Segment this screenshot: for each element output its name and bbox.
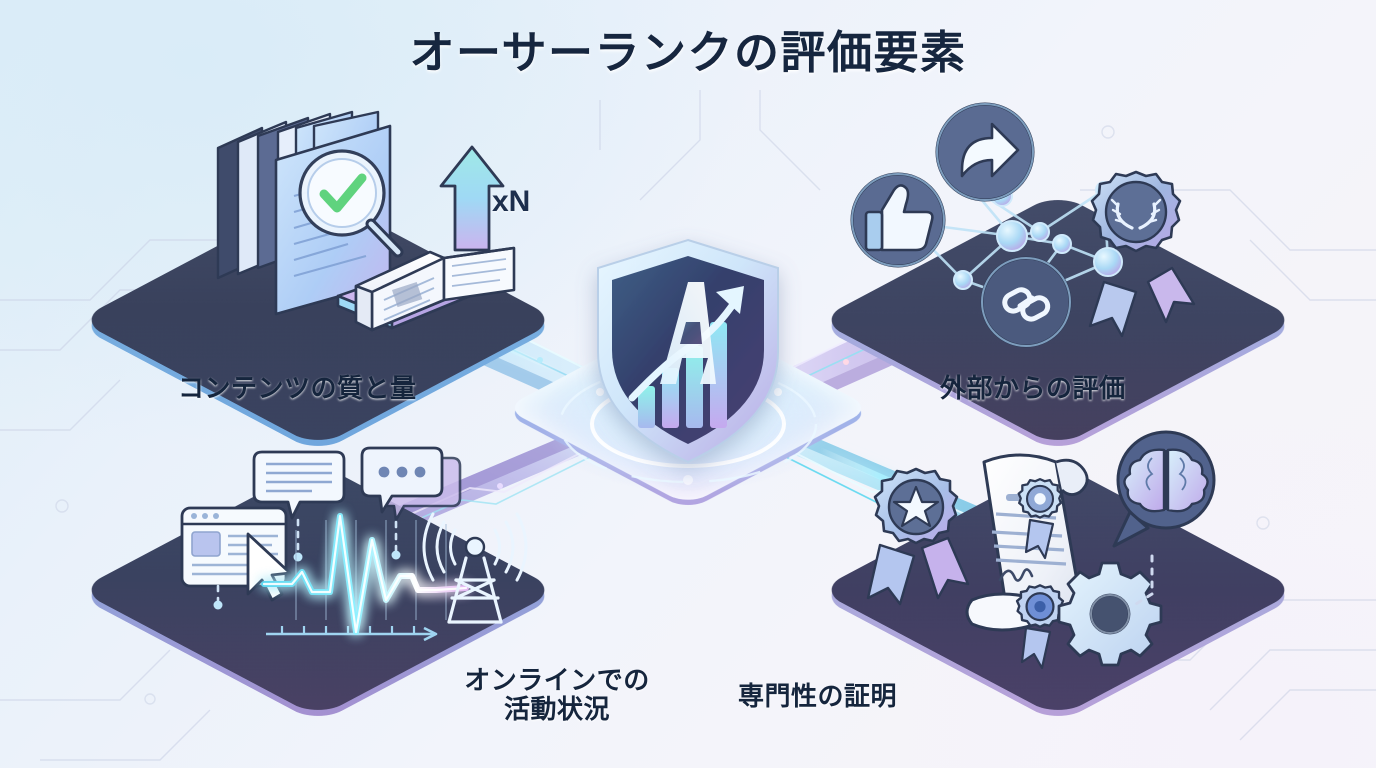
page-title: オーサーランクの評価要素: [409, 27, 967, 78]
label-expertise-proof: 専門性の証明: [738, 681, 898, 711]
label-content-quality: コンテンツの質と量: [178, 373, 417, 403]
label-external-evaluation: 外部からの評価: [940, 373, 1126, 403]
multiplier-badge: xN: [492, 185, 531, 218]
label-online-activity: オンラインでの 活動状況: [464, 665, 650, 725]
panel-expertise-proof[interactable]: [817, 420, 1299, 760]
center-hub-platform[interactable]: [504, 278, 872, 538]
